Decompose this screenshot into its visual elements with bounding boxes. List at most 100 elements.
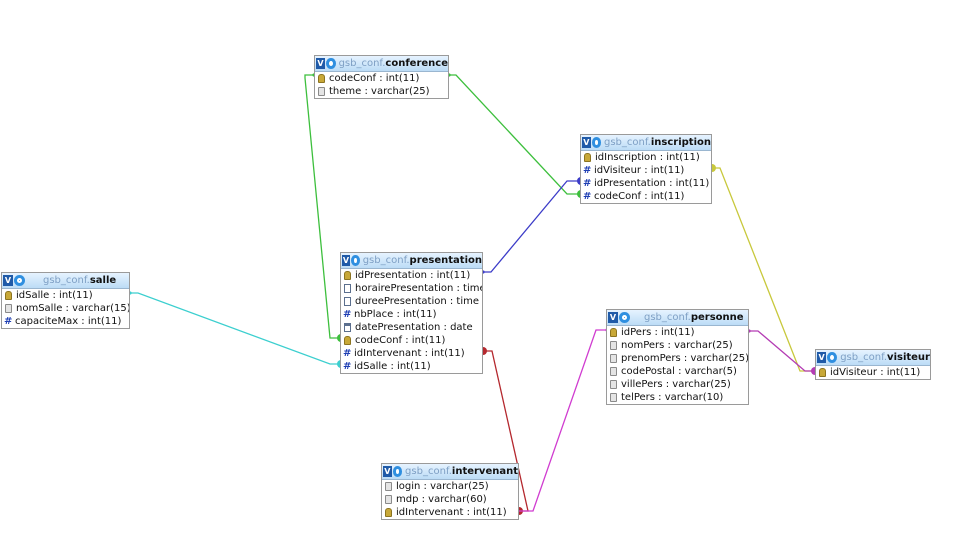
column-row[interactable]: codeConf : int(11): [315, 72, 448, 85]
column-label: theme : varchar(25): [329, 86, 430, 97]
db-prefix: gsb_conf.: [43, 275, 90, 286]
table-header[interactable]: V gsb_conf.salle: [2, 273, 129, 289]
column-row[interactable]: idInscription : int(11): [581, 151, 711, 164]
column-row[interactable]: idVisiteur : int(11): [816, 366, 930, 379]
column-row[interactable]: #codeConf : int(11): [581, 190, 711, 203]
column-list: idInscription : int(11)#idVisiteur : int…: [581, 151, 711, 203]
view-toggle-icon[interactable]: V: [316, 58, 325, 69]
view-toggle-icon[interactable]: V: [3, 275, 13, 286]
table-name: inscription: [650, 137, 711, 148]
column-row[interactable]: telPers : varchar(10): [607, 391, 748, 404]
column-label: villePers : varchar(25): [621, 379, 731, 390]
table-intervenant[interactable]: V gsb_conf.intervenant login : varchar(2…: [381, 463, 519, 520]
column-row[interactable]: mdp : varchar(60): [382, 493, 518, 506]
table-salle[interactable]: V gsb_conf.salle idSalle : int(11)nomSal…: [1, 272, 130, 329]
key-icon: [5, 291, 12, 300]
table-personne[interactable]: V gsb_conf.personne idPers : int(11)nomP…: [606, 309, 749, 405]
table-header[interactable]: V gsb_conf.intervenant: [382, 464, 518, 480]
db-prefix: gsb_conf.: [338, 58, 386, 69]
column-row[interactable]: nomSalle : varchar(15): [2, 302, 129, 315]
table-title: gsb_conf.salle: [43, 275, 116, 286]
table-header[interactable]: V gsb_conf.personne: [607, 310, 748, 326]
index-icon: #: [583, 178, 592, 189]
table-title: gsb_conf.intervenant: [405, 466, 518, 477]
link-conference-inscription[interactable]: [449, 74, 581, 195]
column-icon: [610, 341, 617, 350]
column-label: idVisiteur : int(11): [594, 165, 685, 176]
link-salle-presentation[interactable]: [130, 292, 341, 365]
view-toggle-icon[interactable]: V: [817, 352, 827, 363]
column-list: idPresentation : int(11)horairePresentat…: [341, 269, 482, 373]
view-toggle-icon[interactable]: V: [608, 312, 618, 323]
table-header[interactable]: V gsb_conf.conference: [315, 56, 448, 72]
key-icon: [584, 153, 591, 162]
table-presentation[interactable]: V gsb_conf.presentation idPresentation :…: [340, 252, 483, 374]
column-row[interactable]: idSalle : int(11): [2, 289, 129, 302]
gear-icon[interactable]: [350, 255, 360, 266]
column-row[interactable]: theme : varchar(25): [315, 85, 448, 98]
link-personne-visiteur[interactable]: [749, 330, 815, 372]
table-conference[interactable]: V gsb_conf.conference codeConf : int(11)…: [314, 55, 449, 99]
table-title: gsb_conf.presentation: [363, 255, 482, 266]
view-toggle-icon[interactable]: V: [342, 255, 350, 266]
column-label: idInscription : int(11): [595, 152, 700, 163]
gear-icon[interactable]: [827, 352, 838, 363]
view-toggle-icon[interactable]: V: [383, 466, 392, 477]
column-row[interactable]: #idIntervenant : int(11): [341, 347, 482, 360]
link-conference-presentation[interactable]: [304, 74, 341, 339]
column-label: idSalle : int(11): [16, 290, 93, 301]
column-row[interactable]: villePers : varchar(25): [607, 378, 748, 391]
column-row[interactable]: codePostal : varchar(5): [607, 365, 748, 378]
column-label: nomPers : varchar(25): [621, 340, 733, 351]
key-icon: [819, 368, 826, 377]
gear-icon[interactable]: [392, 466, 403, 477]
column-icon: [385, 495, 392, 504]
column-label: nbPlace : int(11): [354, 309, 437, 320]
column-row[interactable]: nomPers : varchar(25): [607, 339, 748, 352]
column-row[interactable]: #idPresentation : int(11): [581, 177, 711, 190]
db-prefix: gsb_conf.: [840, 352, 888, 363]
time-icon: [344, 284, 351, 293]
view-toggle-icon[interactable]: V: [582, 137, 591, 148]
gear-icon[interactable]: [325, 58, 336, 69]
index-icon: #: [4, 316, 13, 327]
date-icon: [344, 323, 351, 332]
column-row[interactable]: idPresentation : int(11): [341, 269, 482, 282]
column-icon: [318, 87, 325, 96]
column-label: mdp : varchar(60): [396, 494, 487, 505]
column-row[interactable]: horairePresentation : time: [341, 282, 482, 295]
db-prefix: gsb_conf.: [644, 312, 691, 323]
table-header[interactable]: V gsb_conf.visiteur: [816, 350, 930, 366]
table-inscription[interactable]: V gsb_conf.inscription idInscription : i…: [580, 134, 712, 204]
column-row[interactable]: dureePresentation : time: [341, 295, 482, 308]
column-label: codeConf : int(11): [355, 335, 446, 346]
table-visiteur[interactable]: V gsb_conf.visiteur idVisiteur : int(11): [815, 349, 931, 380]
column-row[interactable]: idPers : int(11): [607, 326, 748, 339]
column-row[interactable]: #idVisiteur : int(11): [581, 164, 711, 177]
column-row[interactable]: #nbPlace : int(11): [341, 308, 482, 321]
column-list: idPers : int(11)nomPers : varchar(25)pre…: [607, 326, 748, 404]
column-icon: [610, 380, 617, 389]
link-presentation-inscription[interactable]: [483, 180, 581, 273]
column-row[interactable]: idIntervenant : int(11): [382, 506, 518, 519]
column-row[interactable]: #idSalle : int(11): [341, 360, 482, 373]
column-row[interactable]: login : varchar(25): [382, 480, 518, 493]
column-row[interactable]: #capaciteMax : int(11): [2, 315, 129, 328]
table-header[interactable]: V gsb_conf.inscription: [581, 135, 711, 151]
table-name: personne: [690, 312, 744, 323]
table-name: salle: [89, 275, 117, 286]
column-row[interactable]: codeConf : int(11): [341, 334, 482, 347]
gear-icon[interactable]: [14, 275, 25, 286]
gear-icon[interactable]: [619, 312, 630, 323]
column-icon: [610, 393, 617, 402]
column-row[interactable]: prenomPers : varchar(25): [607, 352, 748, 365]
table-name: intervenant: [451, 466, 518, 477]
column-row[interactable]: datePresentation : date: [341, 321, 482, 334]
column-label: dureePresentation : time: [355, 296, 480, 307]
table-title: gsb_conf.visiteur: [840, 352, 930, 363]
table-header[interactable]: V gsb_conf.presentation: [341, 253, 482, 269]
gear-icon[interactable]: [591, 137, 601, 148]
key-icon: [344, 336, 351, 345]
link-personne-intervenant[interactable]: [519, 329, 607, 512]
